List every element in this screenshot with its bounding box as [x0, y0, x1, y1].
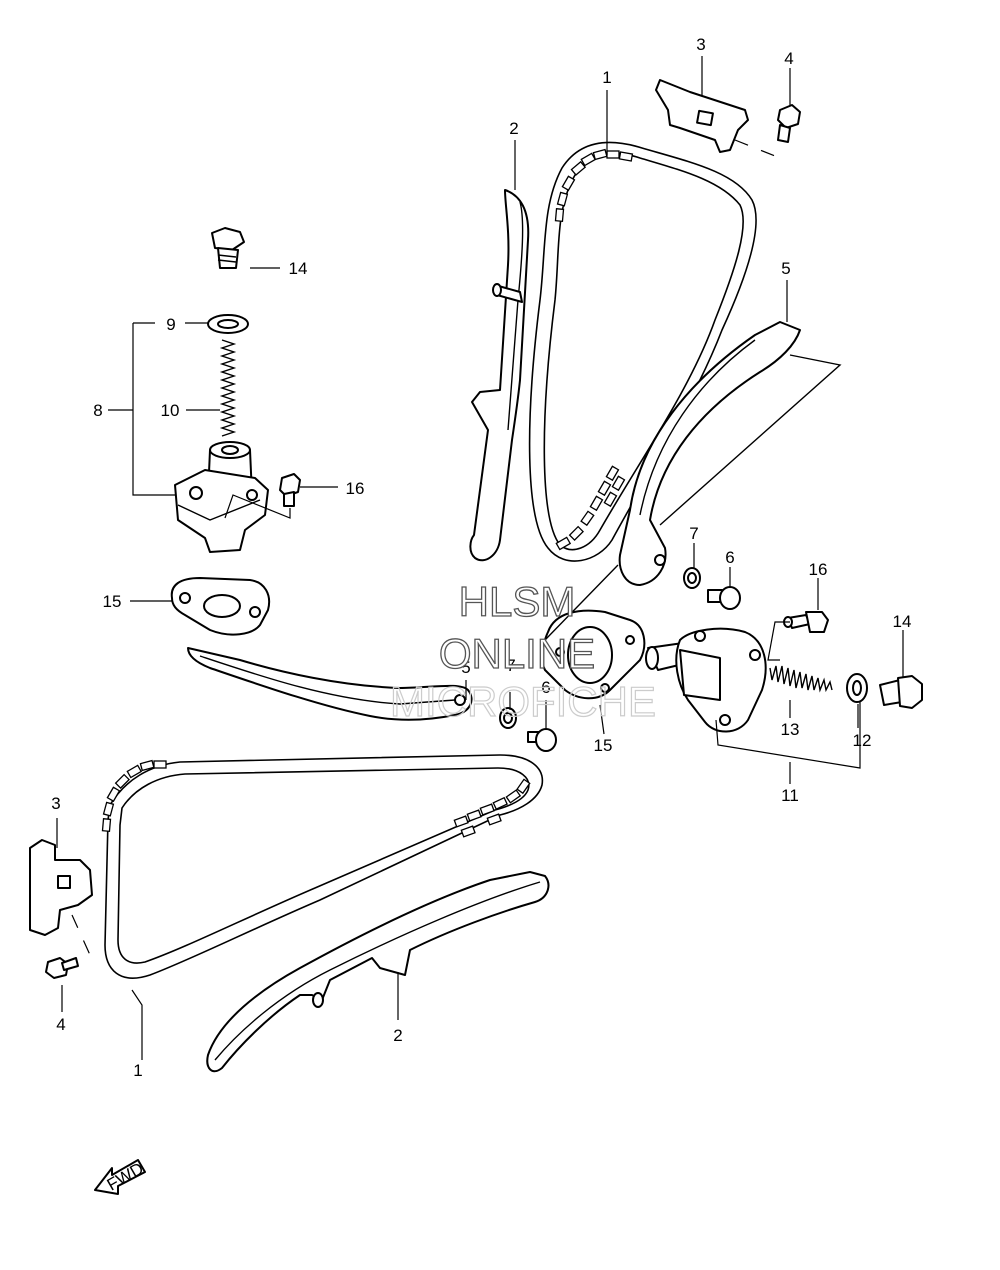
label-16-right: 16 — [809, 560, 828, 579]
label-5-lower: 5 — [461, 658, 470, 677]
label-14-left: 14 — [289, 259, 308, 278]
bolt-right-cap — [879, 675, 923, 709]
bolt-center-right — [707, 586, 741, 610]
cam-chain-lower — [101, 754, 544, 979]
label-6-center: 6 — [541, 678, 550, 697]
label-11: 11 — [781, 786, 799, 805]
tensioner-gasket-left — [170, 577, 270, 636]
cam-chain-upper — [528, 141, 757, 562]
leader-lines — [56, 56, 904, 1060]
label-9: 9 — [166, 315, 175, 334]
cam-chain-tension-guide-lower — [187, 647, 473, 721]
cam-chain-tension-guide-upper — [618, 321, 842, 586]
part-labels: 1 1 2 2 3 3 4 4 5 5 6 6 7 7 8 9 10 11 12… — [51, 35, 911, 1080]
label-12: 12 — [853, 731, 872, 750]
label-14-right: 14 — [893, 612, 912, 631]
label-10: 10 — [161, 401, 180, 420]
chain-guide-bracket-top — [655, 79, 749, 153]
label-15-left: 15 — [103, 592, 122, 611]
label-4-upper: 4 — [784, 49, 793, 68]
label-13: 13 — [781, 720, 800, 739]
tensioner-spring — [219, 339, 237, 437]
label-15-center: 15 — [594, 736, 613, 755]
label-3-upper: 3 — [696, 35, 705, 54]
label-6-right: 6 — [725, 548, 734, 567]
cam-chain-guide-upper — [469, 189, 530, 562]
chain-links-lower-left — [101, 759, 167, 833]
tensioner-spring-right — [769, 665, 833, 693]
label-7-center: 7 — [506, 656, 515, 675]
label-2-upper: 2 — [509, 119, 518, 138]
washer-center-left — [499, 707, 517, 729]
label-3-lower: 3 — [51, 794, 60, 813]
label-7-right: 7 — [689, 524, 698, 543]
label-2-lower: 2 — [393, 1026, 402, 1045]
watermark-line-2: ONLINE — [439, 630, 595, 677]
watermark-line-3: MICROFICHE — [390, 678, 656, 725]
bolt-center-left — [527, 728, 557, 752]
forward-label: FWD — [104, 1159, 147, 1195]
watermark: HLSM ONLINE MICROFICHE — [389, 577, 656, 725]
washer-right — [846, 673, 868, 703]
chain-links-upper-right — [555, 465, 626, 551]
label-5-upper: 5 — [781, 259, 790, 278]
tensioner-gasket-center — [541, 564, 646, 700]
bolt-right-small — [767, 611, 829, 661]
washer-center-right — [683, 567, 701, 589]
label-4-lower: 4 — [56, 1015, 65, 1034]
chain-guide-bracket-lower — [29, 839, 93, 936]
tensioner-body — [174, 441, 269, 553]
washer-tensioner — [207, 314, 249, 334]
watermark-line-1: HLSM — [459, 578, 576, 625]
chain-links-upper-top — [554, 148, 634, 223]
bolt-tensioner-cap — [211, 227, 245, 269]
label-1-upper: 1 — [602, 68, 611, 87]
forward-arrow-icon: FWD — [94, 1159, 147, 1195]
bolt-lower-left — [45, 914, 91, 979]
cam-chain-guide-lower — [206, 871, 550, 1073]
chain-links-lower-right — [453, 778, 531, 838]
label-1-lower: 1 — [133, 1061, 142, 1080]
tensioner-assembly-right — [645, 627, 861, 769]
bolt-top — [734, 104, 801, 159]
label-16-left: 16 — [346, 479, 365, 498]
label-8: 8 — [93, 401, 102, 420]
bolt-tensioner-side — [224, 473, 301, 519]
